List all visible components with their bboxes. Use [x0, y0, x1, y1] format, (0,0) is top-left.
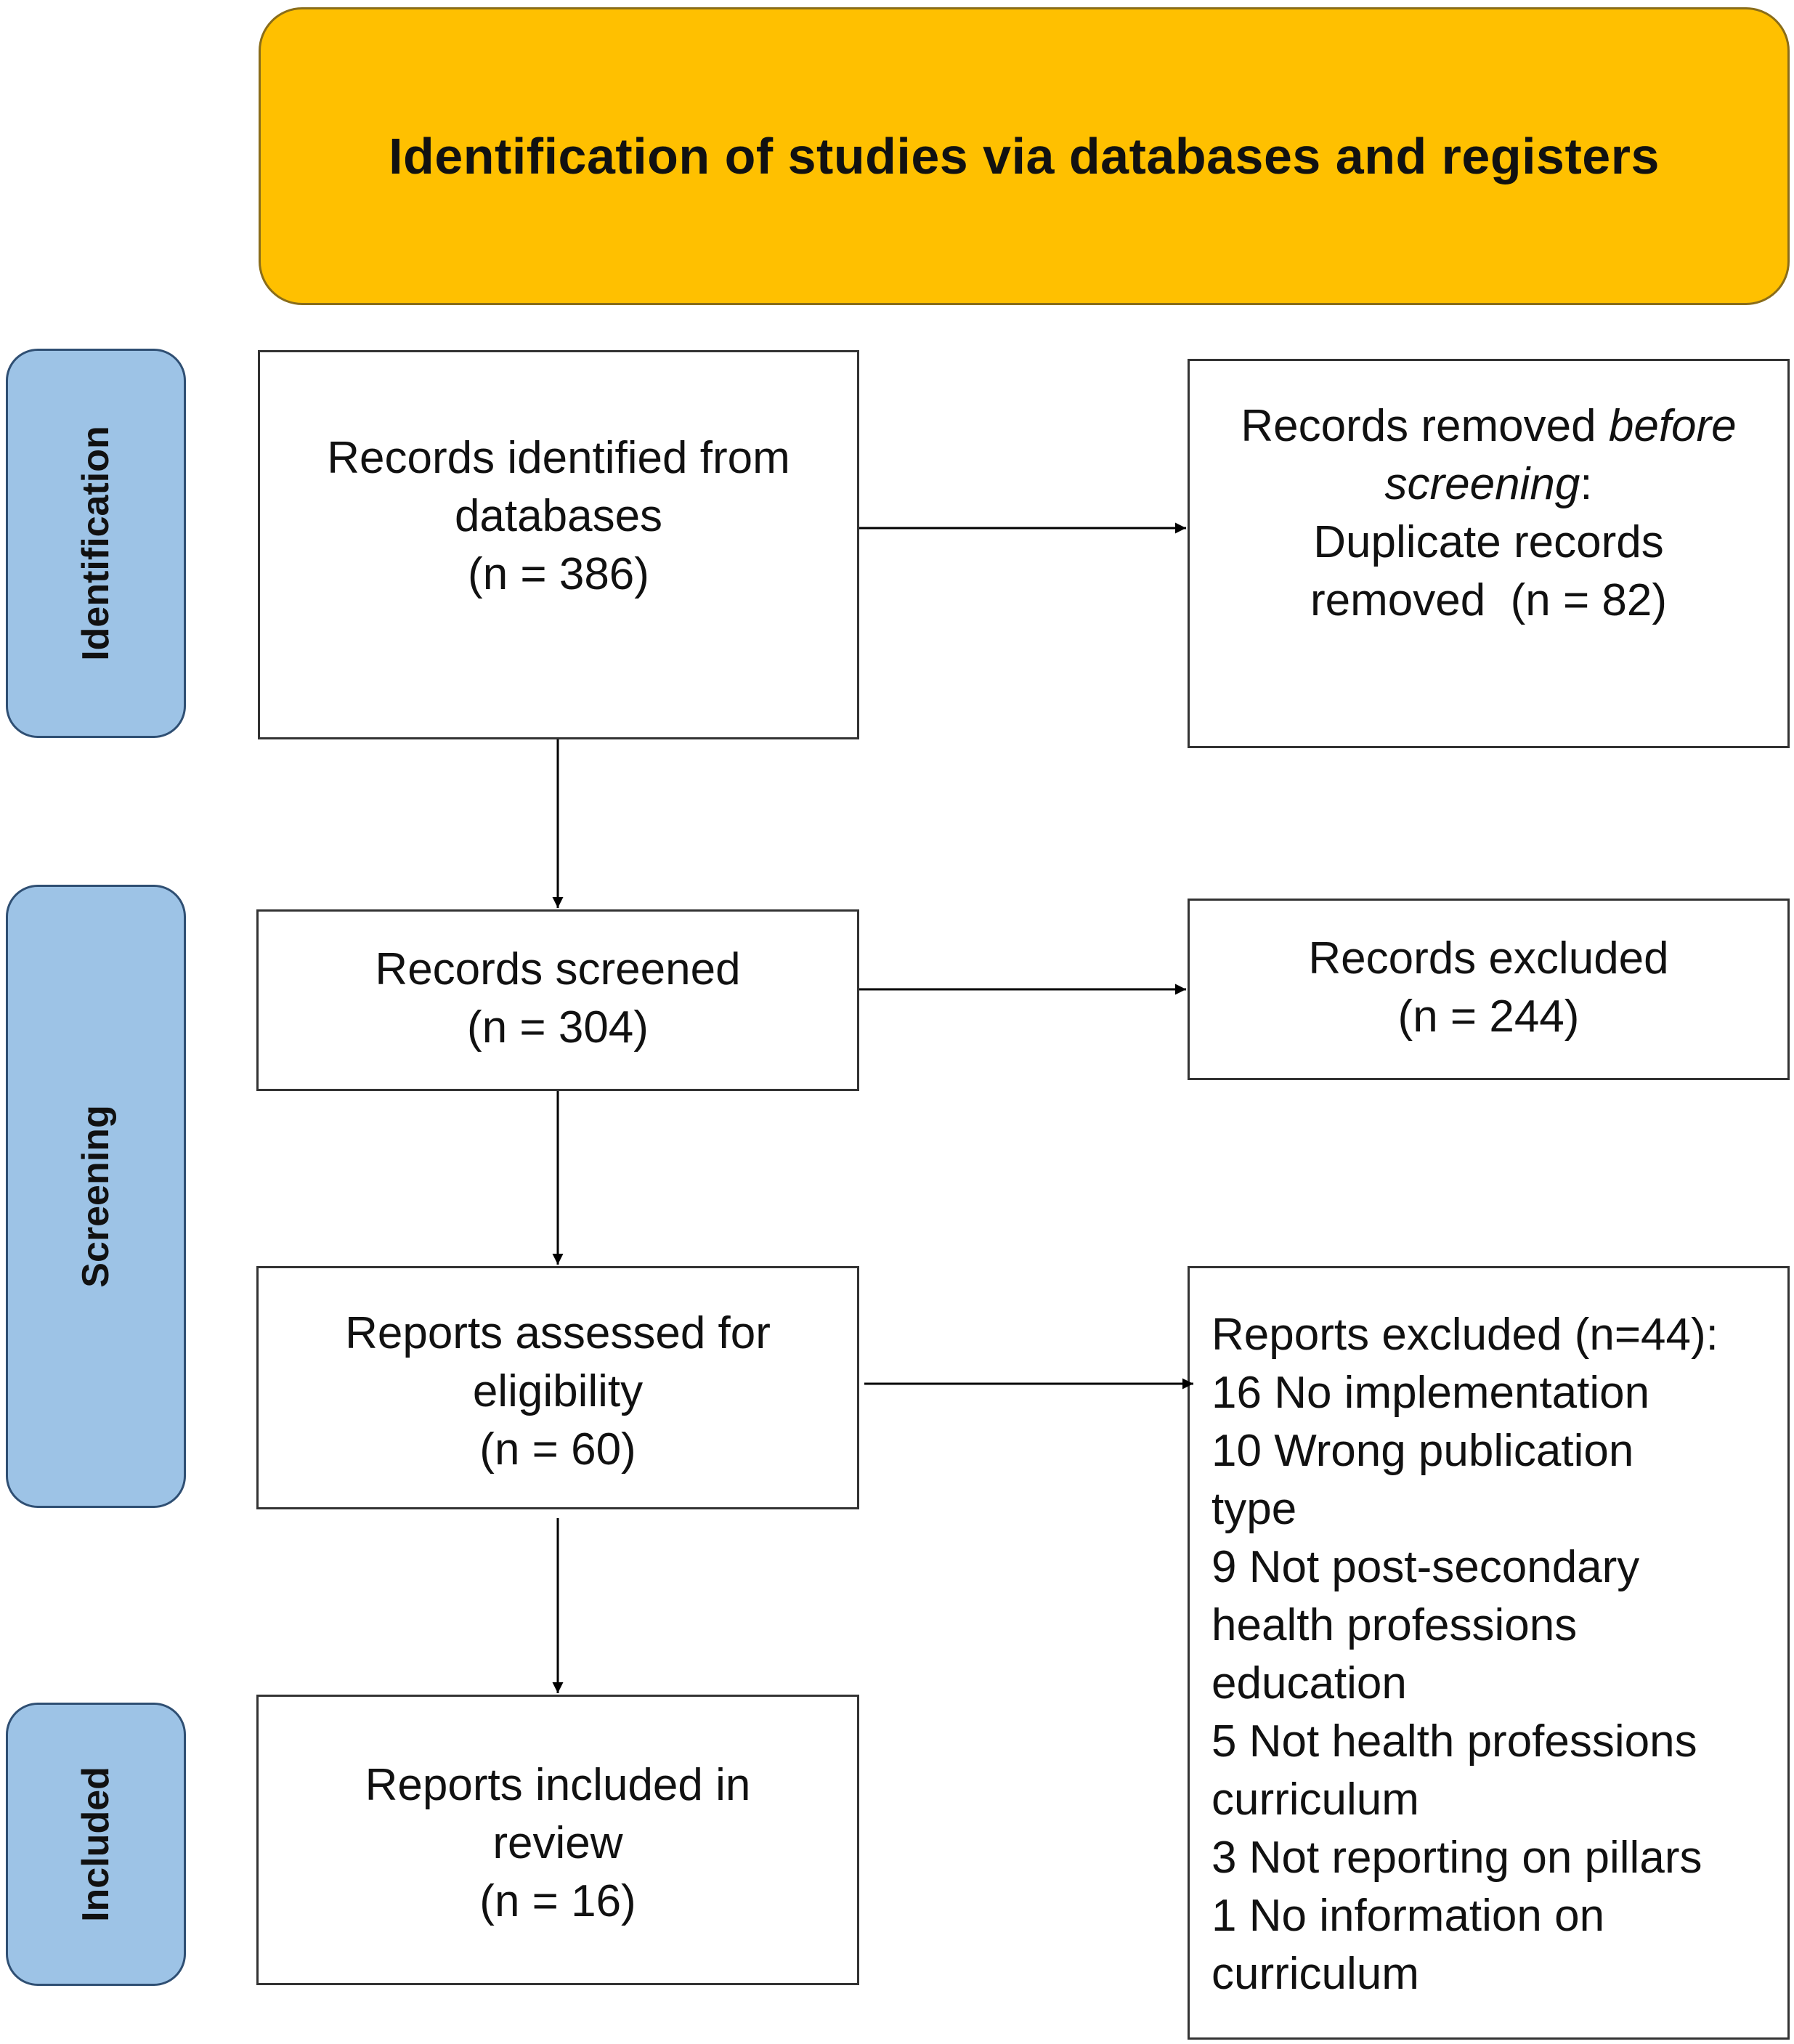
records-screened-count: (n = 304) [467, 1002, 649, 1053]
exclusion-reason-line: 10 Wrong publication [1211, 1426, 1634, 1476]
records-removed-screening: screening [1384, 459, 1580, 509]
records-removed-colon: : [1580, 459, 1593, 509]
records-excluded-count: (n = 244) [1397, 991, 1580, 1042]
records-identified-line2: databases [454, 491, 663, 541]
records-excluded-line1: Records excluded [1308, 933, 1669, 984]
records-identified-count: (n = 386) [468, 549, 649, 599]
reports-assessed-line2: eligibility [472, 1366, 644, 1416]
phase-identification: Identification [6, 349, 186, 738]
records-removed-box: Records removed before screening: Duplic… [1188, 359, 1790, 748]
records-removed-count: removed (n = 82) [1310, 575, 1668, 625]
reports-included-count: (n = 16) [479, 1876, 636, 1926]
exclusion-reason-line: 9 Not post-secondary [1211, 1542, 1640, 1592]
exclusion-reason-line: type [1211, 1484, 1297, 1534]
reports-excluded-title: Reports excluded (n=44): [1211, 1310, 1718, 1360]
exclusion-reason-line: 16 No implementation [1211, 1368, 1650, 1418]
records-removed-line1: Records removed before [1190, 397, 1787, 455]
reports-included-line2: review [492, 1818, 623, 1868]
records-removed-line3: Duplicate records [1313, 517, 1664, 567]
records-excluded-box: Records excluded (n = 244) [1188, 899, 1790, 1080]
reports-assessed-line1: Reports assessed for [345, 1308, 771, 1358]
phase-screening: Screening [6, 885, 186, 1508]
reports-assessed-count: (n = 60) [479, 1424, 636, 1475]
exclusion-reason-line: 5 Not health professions [1211, 1716, 1697, 1767]
exclusion-reason-line: education [1211, 1658, 1407, 1708]
exclusion-reason-line: 3 Not reporting on pillars [1211, 1833, 1702, 1883]
exclusion-reason-line: 1 No information on [1211, 1891, 1605, 1941]
exclusion-reason-line: curriculum [1211, 1949, 1419, 1999]
exclusion-reason-line: curriculum [1211, 1775, 1419, 1825]
records-removed-text-a: Records removed [1241, 401, 1609, 451]
records-screened-box: Records screened (n = 304) [256, 909, 859, 1091]
records-screened-line1: Records screened [375, 944, 741, 994]
exclusion-reason-line: health professions [1211, 1600, 1578, 1650]
reports-included-line1: Reports included in [365, 1760, 751, 1810]
diagram-header: Identification of studies via databases … [259, 7, 1790, 305]
records-removed-line2: screening: [1190, 455, 1787, 514]
reports-included-box: Reports included in review (n = 16) [256, 1695, 859, 1985]
header-title: Identification of studies via databases … [389, 128, 1660, 184]
phase-included: Included [6, 1703, 186, 1986]
records-identified-box: Records identified from databases (n = 3… [258, 350, 859, 739]
records-removed-before: before [1608, 401, 1737, 451]
reports-assessed-box: Reports assessed for eligibility (n = 60… [256, 1266, 859, 1509]
reports-excluded-box: Reports excluded (n=44): 16 No implement… [1188, 1266, 1790, 2040]
records-identified-line1: Records identified from [327, 433, 790, 483]
